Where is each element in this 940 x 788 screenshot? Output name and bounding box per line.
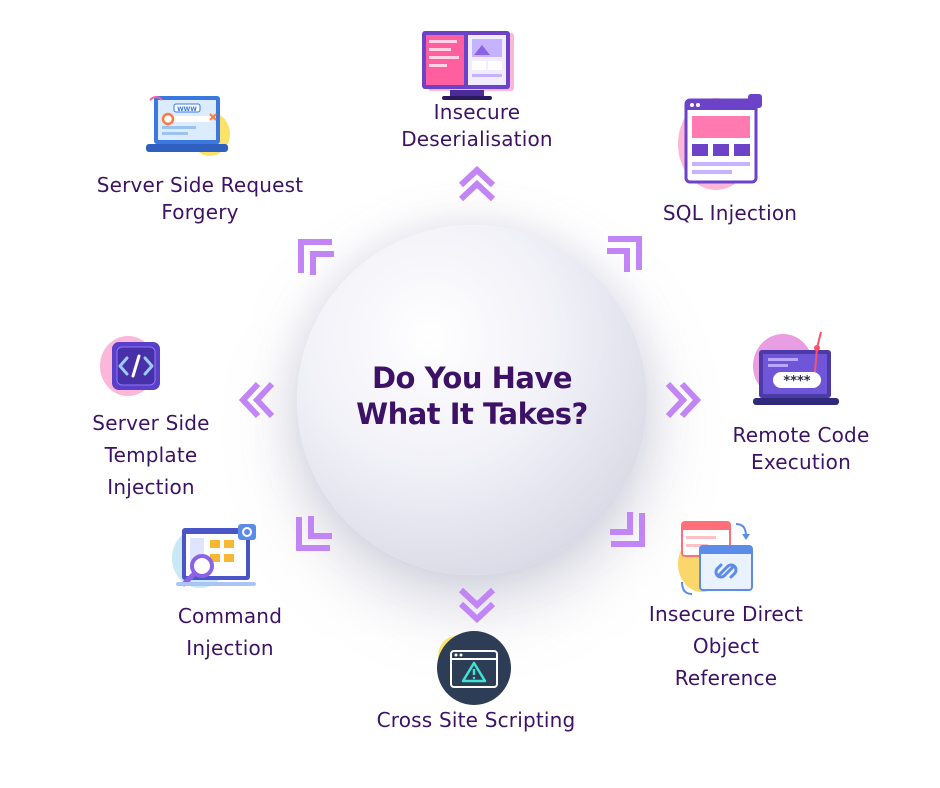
label-insecure-deserialisation: Insecure Deserialisation — [378, 99, 576, 153]
label-line: Cross Site Scripting — [376, 708, 576, 732]
label-line: Object — [692, 634, 760, 658]
dashboard-monitor-icon — [420, 28, 515, 103]
browser-windows-icon — [676, 92, 766, 197]
arrow-down-right — [606, 508, 648, 550]
arrow-right — [662, 380, 702, 420]
center-title: Do You Have What It Takes? — [322, 360, 622, 432]
center-title-line2: What It Takes? — [356, 397, 588, 431]
password-laptop-icon: **** — [751, 328, 841, 410]
label-server-side-request-forgery: Server Side Request Forgery — [80, 172, 320, 226]
label-command-injection: Command Injection — [150, 600, 310, 664]
label-remote-code-execution: Remote Code Execution — [705, 422, 897, 476]
svg-text:****: **** — [783, 374, 810, 389]
label-line: SQL Injection — [662, 201, 798, 225]
label-line: Insecure Direct — [648, 602, 804, 626]
label-line: Forgery — [161, 200, 239, 224]
label-line: Deserialisation — [401, 127, 553, 151]
label-line: Reference — [674, 666, 778, 690]
warning-browser-icon — [432, 630, 514, 706]
www-laptop-icon: WWW — [144, 92, 232, 160]
label-insecure-direct-object-reference: Insecure Direct Object Reference — [630, 598, 822, 694]
label-line: Server Side — [92, 411, 210, 435]
code-tag-icon — [98, 334, 172, 400]
label-line: Injection — [186, 636, 274, 660]
label-sql-injection: SQL Injection — [630, 200, 830, 227]
label-line: Injection — [107, 475, 195, 499]
arrow-left — [238, 380, 278, 420]
label-line: Execution — [751, 450, 851, 474]
label-server-side-template-injection: Server Side Template Injection — [64, 407, 238, 503]
svg-text:WWW: WWW — [177, 106, 197, 113]
arrow-up-right — [603, 234, 645, 276]
label-cross-site-scripting: Cross Site Scripting — [352, 707, 600, 734]
label-line: Remote Code — [732, 423, 870, 447]
arrow-up-left — [296, 237, 338, 279]
label-line: Server Side Request — [96, 173, 304, 197]
arrow-down — [457, 586, 497, 624]
label-line: Template — [104, 443, 198, 467]
arrow-down-left — [294, 512, 336, 554]
arrow-up — [457, 165, 497, 203]
center-title-line1: Do You Have — [371, 361, 573, 395]
link-windows-icon — [676, 518, 758, 596]
label-line: Command — [177, 604, 283, 628]
label-line: Insecure — [433, 100, 521, 124]
file-search-icon — [170, 522, 265, 592]
center-circle — [297, 225, 647, 575]
